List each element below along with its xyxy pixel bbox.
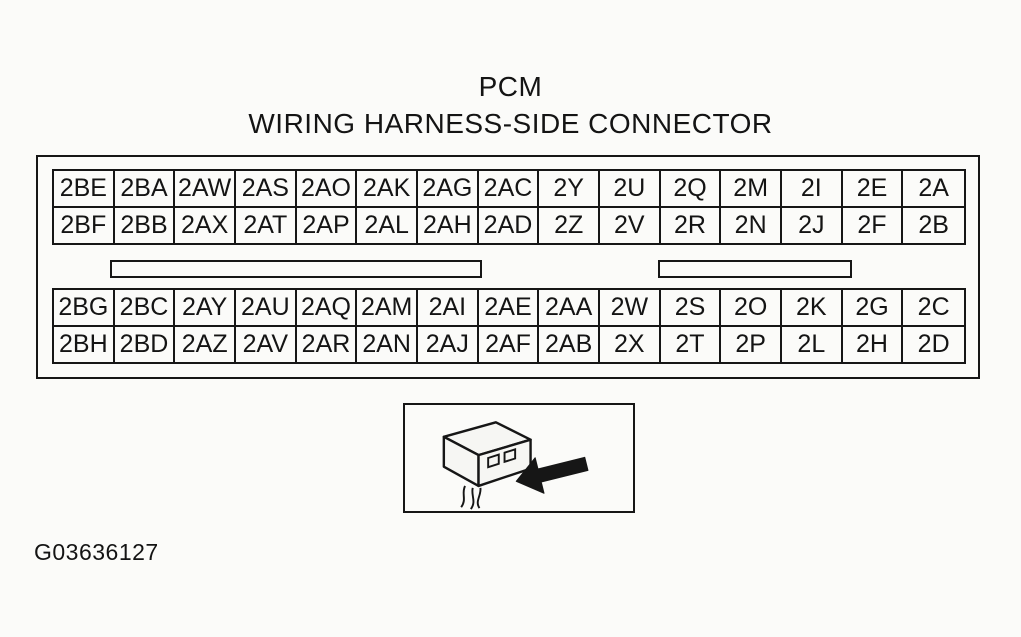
diagram-title: PCM WIRING HARNESS-SIDE CONNECTOR [0,68,1021,142]
pin-cell-2AL: 2AL [357,208,418,243]
pin-cell-2BB: 2BB [115,208,176,243]
pin-cell-2AC: 2AC [478,171,540,208]
pin-cell-2AZ: 2AZ [175,327,236,362]
connector-plug-icon [442,421,589,510]
pin-cell-2BA: 2BA [114,171,176,208]
pin-cell-2AF: 2AF [479,327,540,362]
pin-cell-2AQ: 2AQ [296,290,358,327]
pin-cell-2AG: 2AG [418,171,479,208]
pin-cell-2AT: 2AT [236,208,297,243]
figure-id: G03636127 [34,539,159,565]
pin-cell-2AN: 2AN [357,327,418,362]
pin-cell-2AW: 2AW [175,171,236,208]
pin-cell-2AE: 2AE [478,290,540,327]
pin-cell-2AS: 2AS [236,171,297,208]
pin-cell-2AR: 2AR [297,327,358,362]
pin-cell-2Q: 2Q [660,171,722,208]
pin-cell-2N: 2N [721,208,782,243]
pin-cell-2BC: 2BC [114,290,176,327]
pin-cell-2Y: 2Y [539,171,600,208]
pin-cell-2BG: 2BG [54,290,115,327]
pin-cell-2BD: 2BD [115,327,176,362]
pin-cell-2BF: 2BF [54,208,115,243]
pin-cell-2D: 2D [917,330,950,358]
pin-cell-2AV: 2AV [236,327,297,362]
pin-cell-2AK: 2AK [357,171,418,208]
pin-cell-2BH: 2BH [54,327,115,362]
pin-cell-2AP: 2AP [297,208,358,243]
connector-orientation-figure [403,403,635,513]
pin-cell-2S: 2S [660,290,722,327]
pin-cell-2P: 2P [721,327,782,362]
pin-cell-2C: 2C [903,290,964,327]
pin-cell-2A: 2A [903,171,964,208]
pin-cell-2AY: 2AY [175,290,236,327]
title-line-1: PCM [478,71,543,102]
pin-cell-2J: 2J [782,208,843,243]
pin-cell-2AM: 2AM [357,290,418,327]
pin-cell-2AA: 2AA [539,290,600,327]
pin-cell-2V: 2V [600,208,661,243]
pin-cell-2BE: 2BE [54,171,115,208]
pin-cell-2H: 2H [843,327,904,362]
keyway-slot-left [110,260,482,278]
pin-cell-2I: 2I [782,171,843,208]
pin-cell-2G: 2G [842,290,904,327]
pin-cell-2AO: 2AO [296,171,358,208]
pin-cell-2Z: 2Z [539,208,600,243]
pin-cell-2U: 2U [600,171,661,208]
pin-cell-2AD: 2AD [479,208,540,243]
pin-cell-2AB: 2AB [539,327,600,362]
pin-cell-2B: 2B [918,211,949,239]
pin-cell-2O: 2O [721,290,782,327]
pin-cell-2AX: 2AX [175,208,236,243]
pin-cell-2K: 2K [782,290,843,327]
pin-cell-2E: 2E [842,171,904,208]
pin-cell-2F: 2F [843,208,904,243]
connector-body [442,421,532,488]
connector-wires [460,485,482,510]
pin-cell-2AJ: 2AJ [418,327,479,362]
arrow-left-icon [515,456,589,494]
pin-cell-2T: 2T [661,327,722,362]
pin-cell-2L: 2L [782,327,843,362]
pin-cell-2AU: 2AU [236,290,297,327]
pin-cell-2M: 2M [721,171,782,208]
pin-cell-2AI: 2AI [418,290,479,327]
pin-cell-2R: 2R [661,208,722,243]
title-line-2: WIRING HARNESS-SIDE CONNECTOR [248,108,773,139]
pin-cell-2AH: 2AH [418,208,479,243]
pin-cell-2W: 2W [600,290,661,327]
pin-cell-2X: 2X [600,327,661,362]
keyway-slot-right [658,260,852,278]
